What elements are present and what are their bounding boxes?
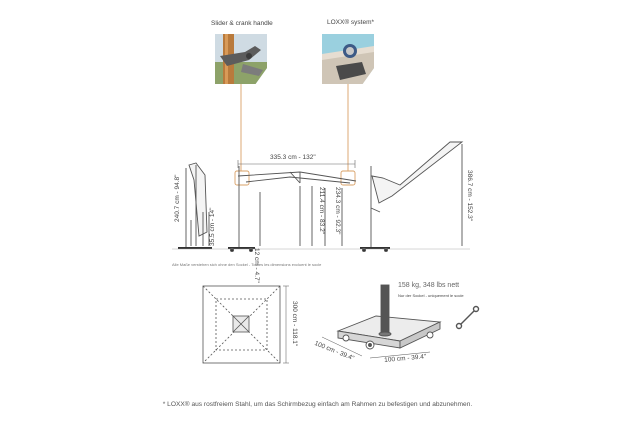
dimension-span: 335.3 cm - 132" (270, 154, 316, 161)
tilted-umbrella (360, 141, 464, 253)
base-isometric (321, 284, 442, 359)
canopy-top-view (202, 285, 289, 364)
base-weight: 158 kg, 348 lbs nett (398, 282, 460, 289)
dimension-height-left: 240.7 cm - 94.8" (174, 174, 181, 222)
dimension-canopy-size: 300 cm - 118.1" (291, 301, 298, 347)
sockel-note: Alle Maße verstehen sich ohne den Sockel… (172, 262, 322, 267)
callout-connectors (234, 84, 356, 186)
loxx-system-photo (322, 34, 374, 84)
dimension-mid-b: 234.3 cm - 92.3" (334, 187, 341, 235)
folded-umbrella (178, 162, 212, 249)
wrench-icon (455, 305, 480, 330)
base-weight-sub: Nur der Sockel - uniquement le socle (398, 293, 464, 298)
dimension-small-left: 35.5 cm - 14" (209, 207, 216, 246)
slider-handle-photo (215, 34, 267, 84)
dimension-height-right: 386.7 cm - 152.3" (466, 170, 473, 222)
loxx-callout-title: LOXX® system* (327, 19, 375, 26)
span-dimension (237, 160, 356, 168)
open-umbrella-side (228, 166, 357, 253)
footnote: * LOXX® aus rostfreiem Stahl, um das Sch… (162, 401, 473, 408)
slider-callout-title: Slider & crank handle (211, 20, 273, 27)
dimension-mid-a: 211.4 cm - 83.2" (318, 187, 325, 234)
